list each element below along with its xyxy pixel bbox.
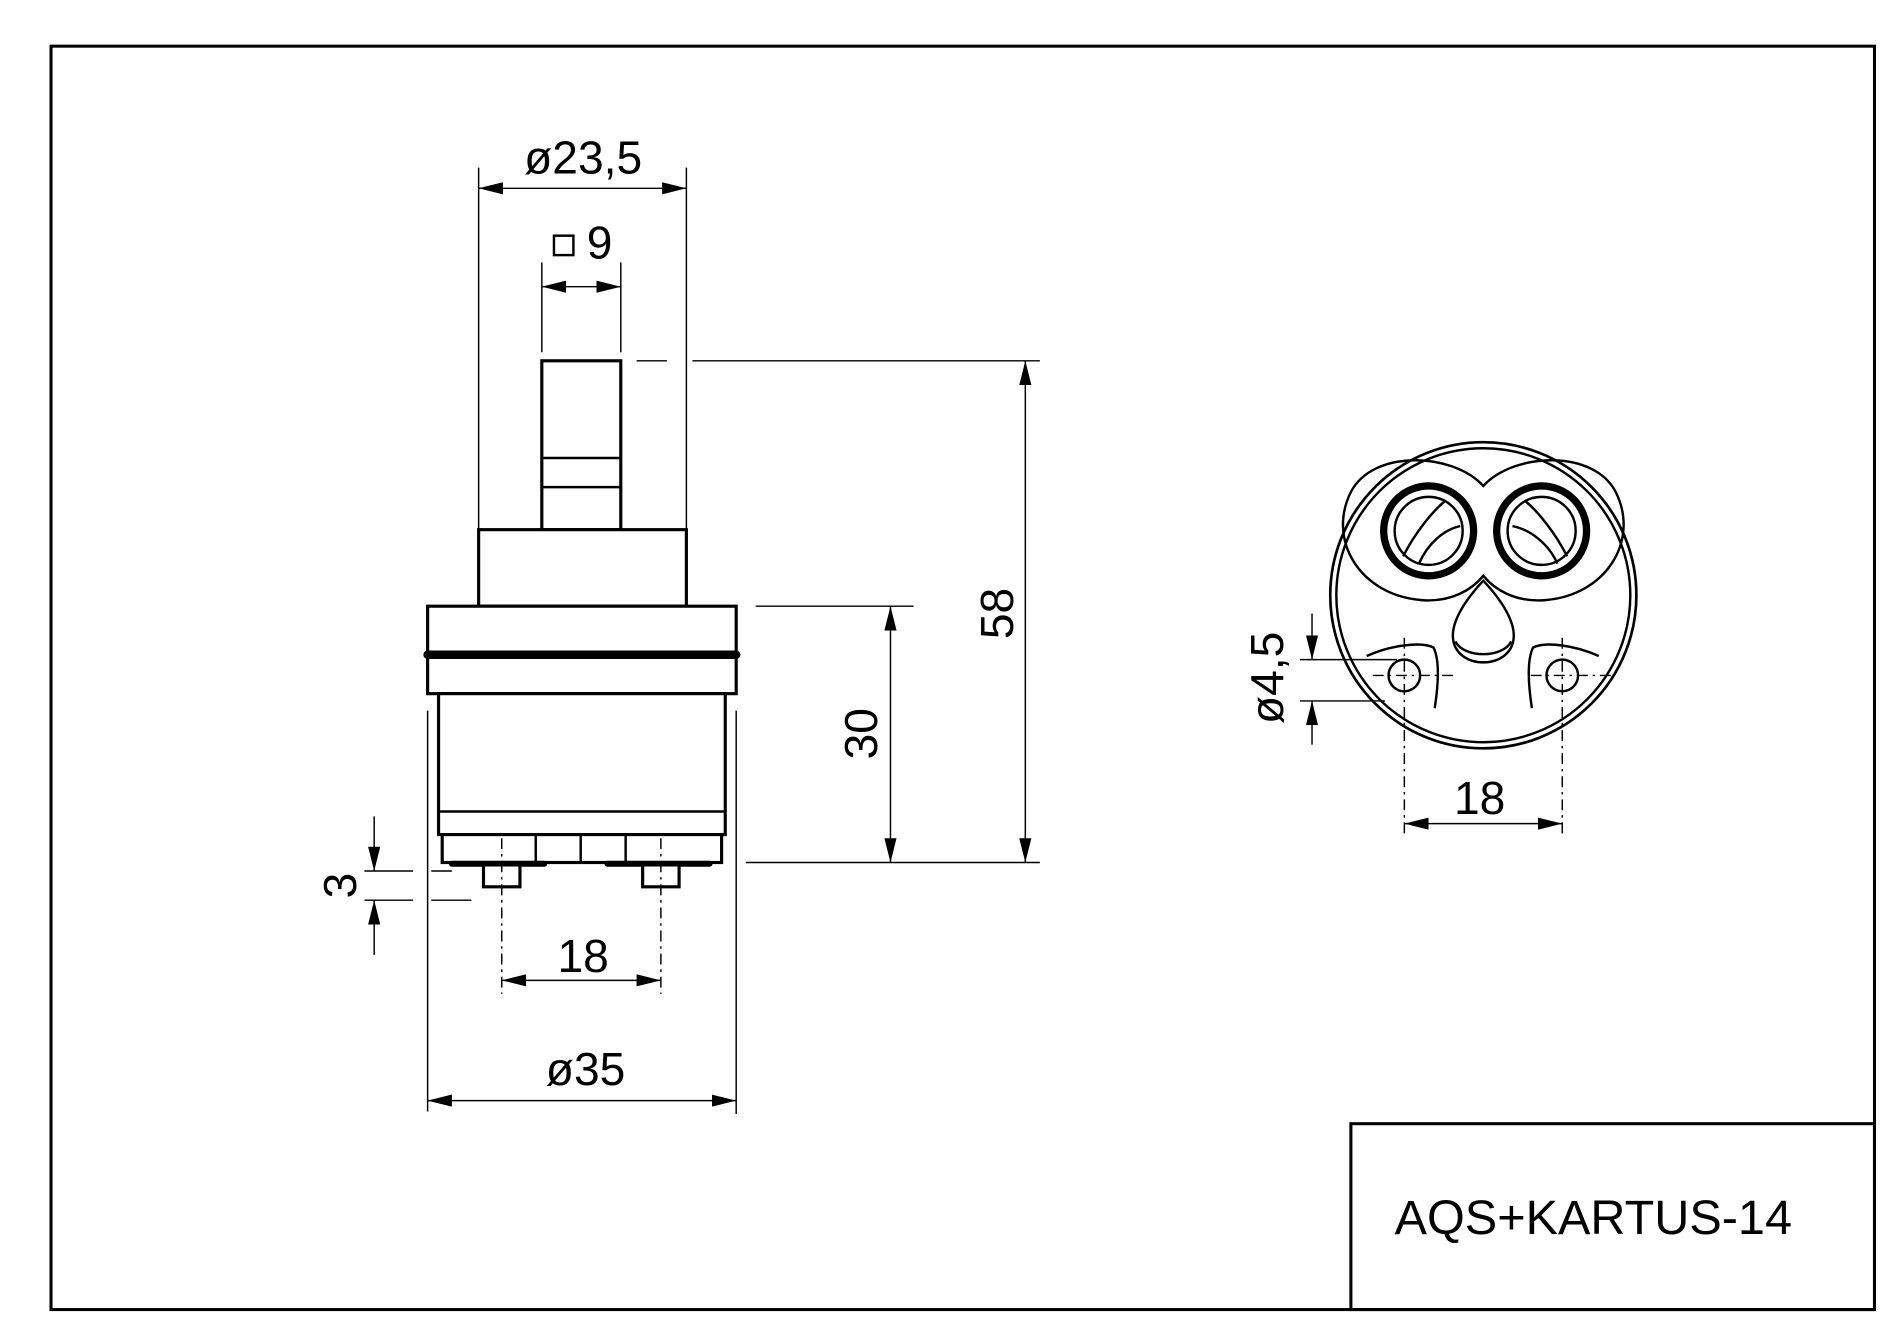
square-symbol-icon: [552, 234, 575, 257]
svg-text:30: 30: [835, 708, 887, 759]
svg-text:ø35: ø35: [546, 1043, 626, 1095]
title-block: AQS+KARTUS-14: [1349, 1122, 1877, 1312]
cartridge-side-view: [423, 359, 741, 994]
inlet-ring-right: [1493, 482, 1591, 580]
svg-text:ø4,5: ø4,5: [1241, 632, 1293, 724]
inlet-ring-left: [1380, 482, 1478, 580]
svg-text:18: 18: [1454, 772, 1505, 824]
dimension-square-stem: 9: [541, 217, 622, 353]
dimension-hole-diameter: ø4,5: [1241, 613, 1398, 745]
drawing-title: AQS+KARTUS-14: [1395, 1191, 1792, 1245]
outlet-drop: [1451, 578, 1515, 664]
cartridge-bottom-view: [1328, 440, 1638, 839]
dimension-pin-height: 3: [314, 816, 472, 955]
dimension-top-diameter: ø23,5: [477, 132, 688, 530]
dimension-total-height: 58: [636, 360, 1040, 864]
dimension-pin-spacing: 18: [501, 930, 661, 987]
drawing-border: [49, 44, 1877, 1312]
svg-text:9: 9: [587, 217, 613, 269]
svg-text:ø23,5: ø23,5: [524, 132, 642, 184]
dimension-body-diameter: ø35: [426, 710, 737, 1114]
svg-text:18: 18: [557, 930, 608, 982]
svg-text:3: 3: [314, 873, 366, 899]
dimension-body-height: 30: [755, 605, 914, 863]
svg-text:58: 58: [971, 588, 1023, 639]
dimension-hole-spacing: 18: [1404, 772, 1563, 830]
